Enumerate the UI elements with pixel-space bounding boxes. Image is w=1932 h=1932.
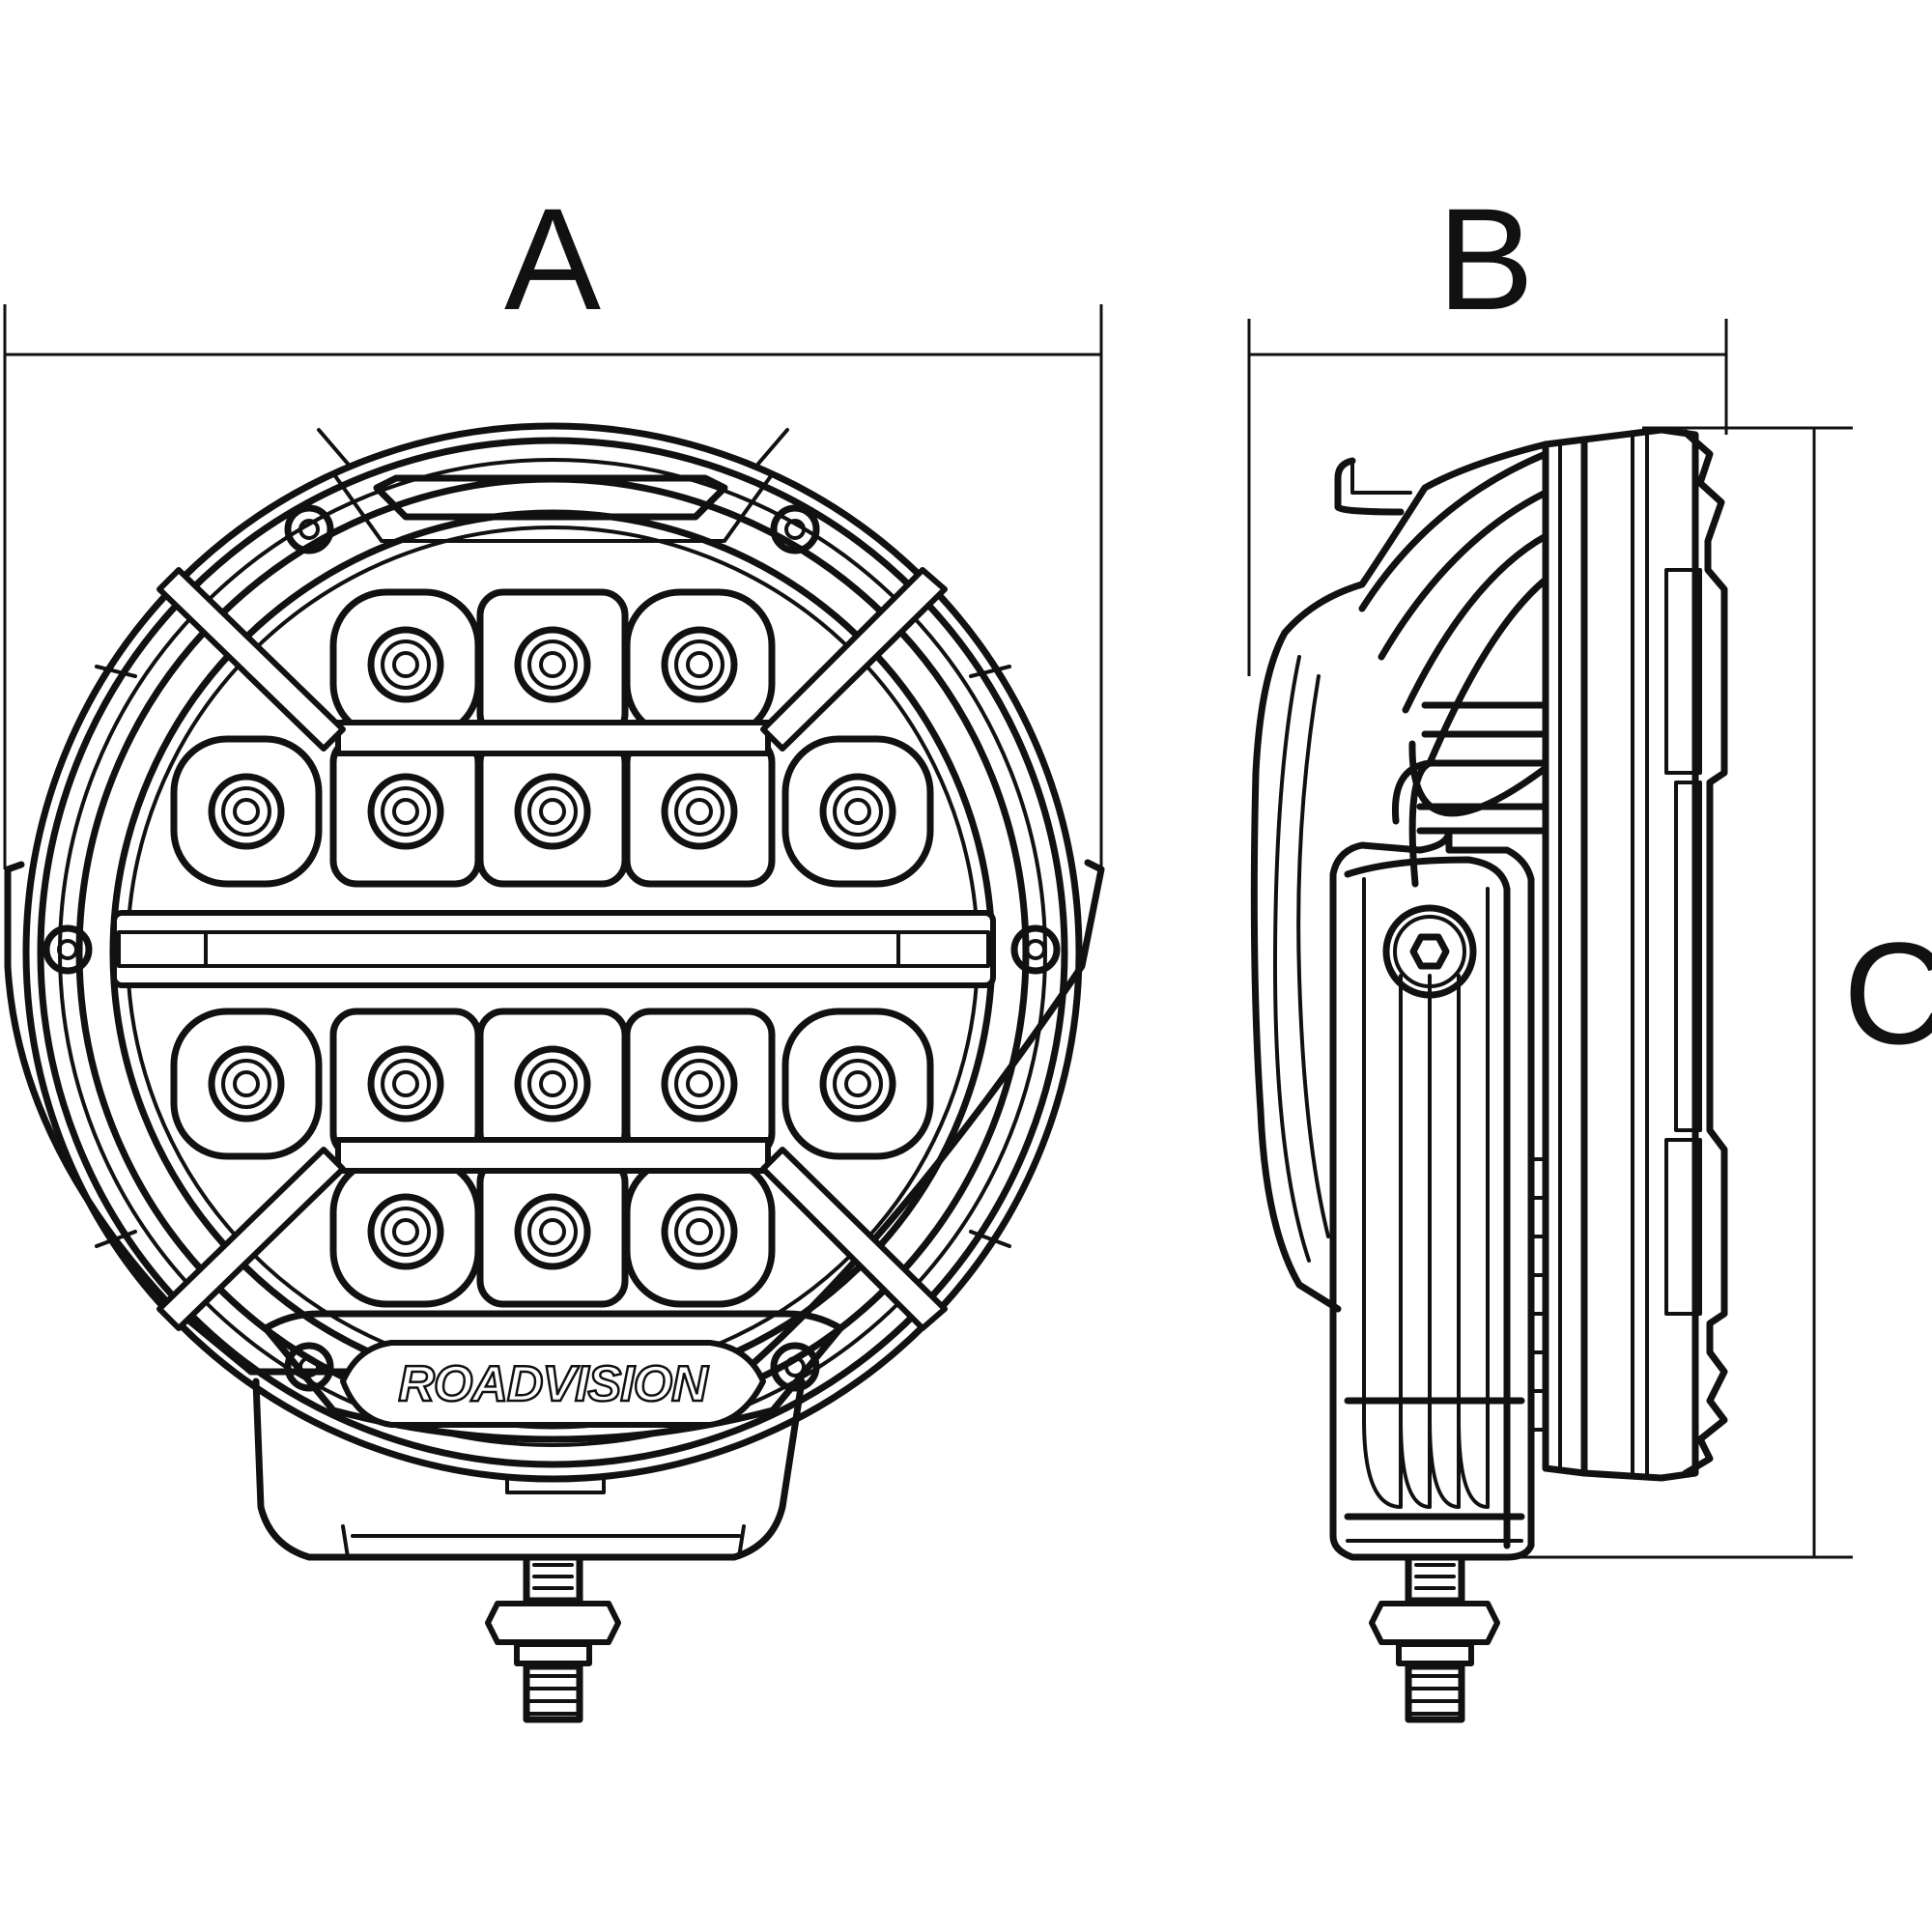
side-nut xyxy=(1369,1601,1500,1645)
led-module xyxy=(170,1008,323,1160)
upper-strip xyxy=(335,720,771,756)
led-module xyxy=(781,1008,934,1160)
guard-bar-top-right xyxy=(760,567,948,752)
screw-mid-left xyxy=(43,924,93,975)
led-module xyxy=(476,735,629,888)
led-module xyxy=(170,735,323,888)
led-module xyxy=(476,1155,629,1308)
dimension-b: B xyxy=(1247,178,1728,676)
lower-strip xyxy=(335,1137,771,1174)
screw-mid-right xyxy=(1010,924,1061,975)
guard-bar-bottom-left xyxy=(156,1147,346,1331)
led-module xyxy=(781,735,934,888)
side-view xyxy=(1250,426,1728,1723)
led-array xyxy=(170,588,934,1308)
led-module xyxy=(623,588,776,741)
guard-bar-top-left xyxy=(156,567,346,752)
logo-badge xyxy=(340,1340,766,1428)
dimension-c-label: C xyxy=(1843,912,1932,1074)
led-module xyxy=(623,1155,776,1308)
screw-top-right xyxy=(770,504,820,554)
led-module xyxy=(476,1008,629,1160)
led-module xyxy=(329,588,482,741)
led-module xyxy=(329,735,482,888)
guard-bar-bottom-right xyxy=(760,1147,948,1331)
dimension-c: C xyxy=(1507,426,1932,1559)
led-module xyxy=(329,1155,482,1308)
led-module xyxy=(476,588,629,741)
dimension-b-label: B xyxy=(1437,178,1534,340)
front-nut xyxy=(485,1601,621,1645)
led-module xyxy=(329,1008,482,1160)
dimension-a-label: A xyxy=(504,178,601,340)
screw-top-left xyxy=(284,504,334,554)
hex-bolt xyxy=(1382,904,1477,999)
led-module xyxy=(623,1008,776,1160)
front-view: ROADVISION xyxy=(4,422,1105,1723)
logo-text: ROADVISION xyxy=(398,1356,709,1412)
center-drl-bar xyxy=(111,910,996,988)
dimension-a: A xyxy=(3,178,1103,869)
led-module xyxy=(623,735,776,888)
